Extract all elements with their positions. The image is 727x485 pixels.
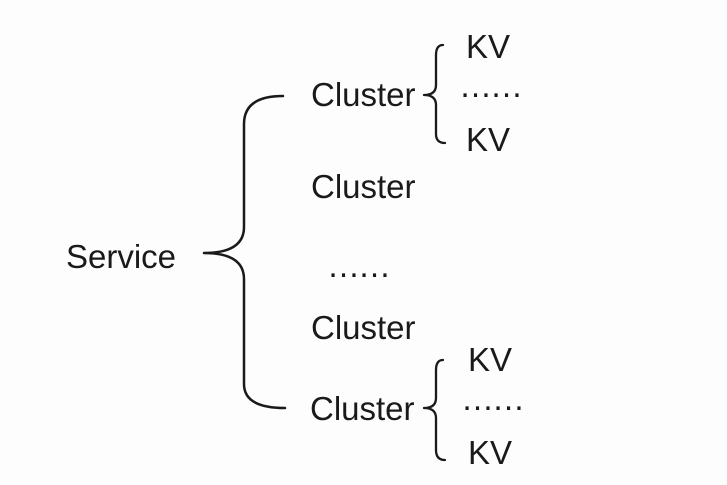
kv-top-ellipsis: ……: [459, 67, 523, 104]
service-brace: [202, 94, 287, 410]
cluster-label-4: Cluster: [310, 390, 415, 427]
kv-bottom-ellipsis: ……: [461, 380, 525, 417]
service-label: Service: [66, 238, 177, 275]
cluster-bottom-brace: [422, 358, 447, 462]
cluster-label-3: Cluster: [311, 309, 416, 346]
cluster-label-2: Cluster: [311, 168, 416, 205]
kv-label-bottom-1: KV: [468, 341, 513, 378]
kv-label-top-1: KV: [466, 28, 511, 65]
clusters-ellipsis: ……: [327, 247, 391, 284]
kv-label-bottom-2: KV: [468, 434, 513, 471]
cluster-top-brace: [422, 43, 447, 145]
cluster-label-1: Cluster: [311, 76, 416, 113]
kv-label-top-2: KV: [466, 121, 511, 158]
